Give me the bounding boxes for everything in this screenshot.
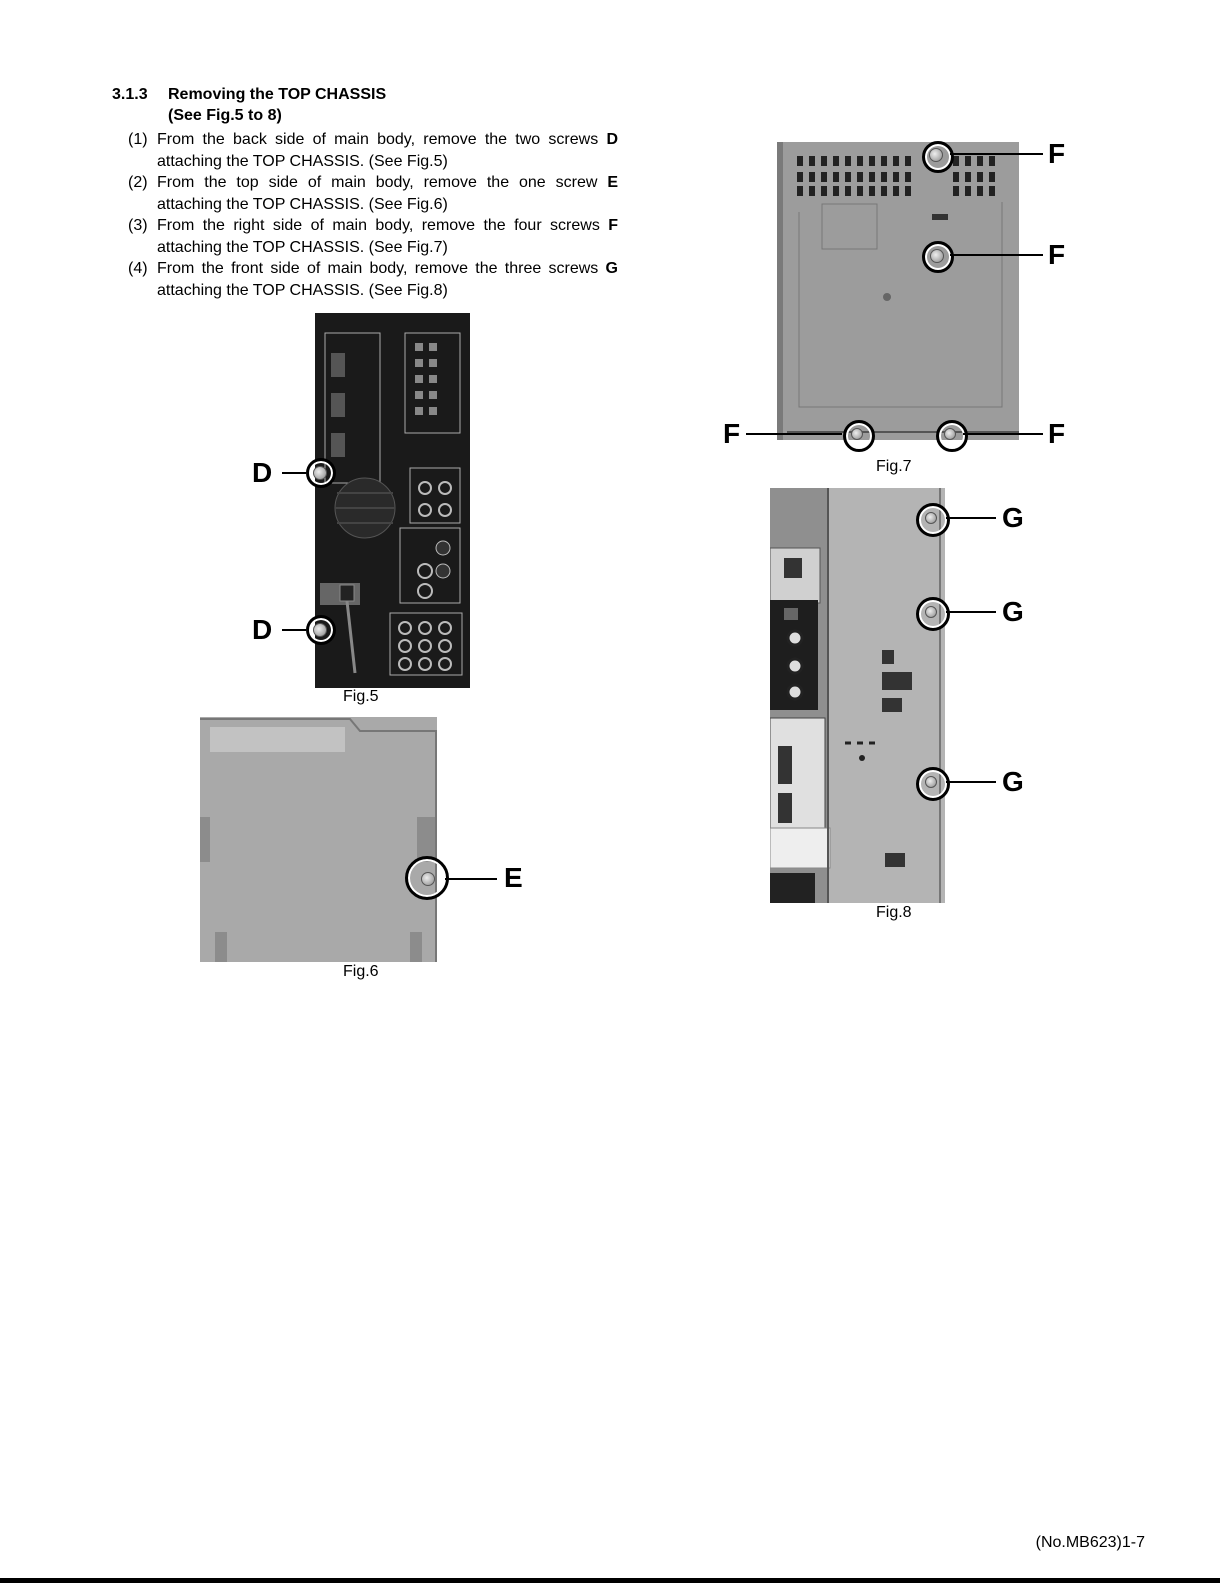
callout-label-d-top: D	[252, 457, 273, 488]
step-text: attaching the TOP CHASSIS. (See Fig.6)	[157, 195, 448, 213]
leader-line	[282, 472, 306, 474]
callout-label-f-2: F	[1048, 239, 1066, 270]
callout-ring-d-top	[306, 458, 336, 488]
leader-line	[963, 433, 1043, 435]
fig7-caption: Fig.7	[876, 458, 912, 475]
callout-ring-g-1	[916, 503, 950, 537]
callout-ring-f-2	[922, 241, 954, 273]
leader-line	[950, 153, 1043, 155]
screw-letter: D	[606, 131, 618, 148]
callout-ring-g-2	[916, 597, 950, 631]
leader-line	[946, 517, 996, 519]
callout-label-g-2: G	[1002, 596, 1024, 627]
step-text: From the right side of main body, remove…	[157, 217, 609, 234]
step-1: (1) From the back side of main body, rem…	[128, 129, 618, 172]
step-text: From the top side of main body, remove t…	[157, 174, 608, 191]
leader-line	[445, 878, 497, 880]
step-number: (3)	[128, 217, 148, 234]
screw-letter: G	[605, 260, 618, 277]
fig5-caption: Fig.5	[343, 688, 379, 705]
right-side-illustration	[777, 142, 1019, 440]
front-side-illustration	[769, 488, 941, 903]
step-number: (2)	[128, 174, 148, 191]
section-number: 3.1.3	[112, 86, 148, 103]
leader-line	[282, 629, 306, 631]
step-text: From the front side of main body, remove…	[157, 260, 606, 277]
step-text: From the back side of main body, remove …	[157, 131, 607, 148]
fig7-photo	[777, 142, 1019, 440]
callout-label-f-3: F	[723, 418, 741, 449]
step-text: attaching the TOP CHASSIS. (See Fig.8)	[157, 281, 448, 299]
callout-ring-g-3	[916, 767, 950, 801]
callout-label-e: E	[504, 862, 523, 893]
fig8-photo	[769, 488, 945, 903]
leader-line	[946, 781, 996, 783]
callout-label-g-1: G	[1002, 502, 1024, 533]
callout-ring-f-4	[936, 420, 968, 452]
step-2: (2) From the top side of main body, remo…	[128, 172, 618, 215]
callout-label-g-3: G	[1002, 766, 1024, 797]
bottom-rule	[0, 1578, 1220, 1583]
fig5-photo	[315, 313, 470, 688]
callout-label-f-4: F	[1048, 418, 1066, 449]
back-panel-illustration	[320, 332, 463, 676]
fig6-photo	[200, 717, 437, 962]
top-view-illustration	[200, 718, 437, 962]
callout-label-d-bottom: D	[252, 614, 273, 645]
screw-letter: E	[607, 174, 618, 191]
step-3: (3) From the right side of main body, re…	[128, 215, 618, 258]
callout-ring-f-3	[843, 420, 875, 452]
step-number: (1)	[128, 131, 148, 148]
leader-line	[950, 254, 1043, 256]
callout-ring-e	[405, 856, 449, 900]
section-subtitle: (See Fig.5 to 8)	[168, 107, 282, 124]
step-4: (4) From the front side of main body, re…	[128, 258, 618, 301]
step-text: attaching the TOP CHASSIS. (See Fig.7)	[157, 238, 448, 256]
fig8-caption: Fig.8	[876, 904, 912, 921]
screw-letter: F	[608, 217, 618, 234]
step-number: (4)	[128, 260, 148, 277]
callout-ring-d-bottom	[306, 615, 336, 645]
fig6-caption: Fig.6	[343, 963, 379, 980]
step-text: attaching the TOP CHASSIS. (See Fig.5)	[157, 152, 448, 170]
callout-label-f-1: F	[1048, 138, 1066, 169]
callout-ring-f-1	[922, 141, 954, 173]
page-footer: (No.MB623)1-7	[1035, 1534, 1145, 1551]
leader-line	[746, 433, 842, 435]
leader-line	[946, 611, 996, 613]
section-title: Removing the TOP CHASSIS	[168, 86, 387, 103]
